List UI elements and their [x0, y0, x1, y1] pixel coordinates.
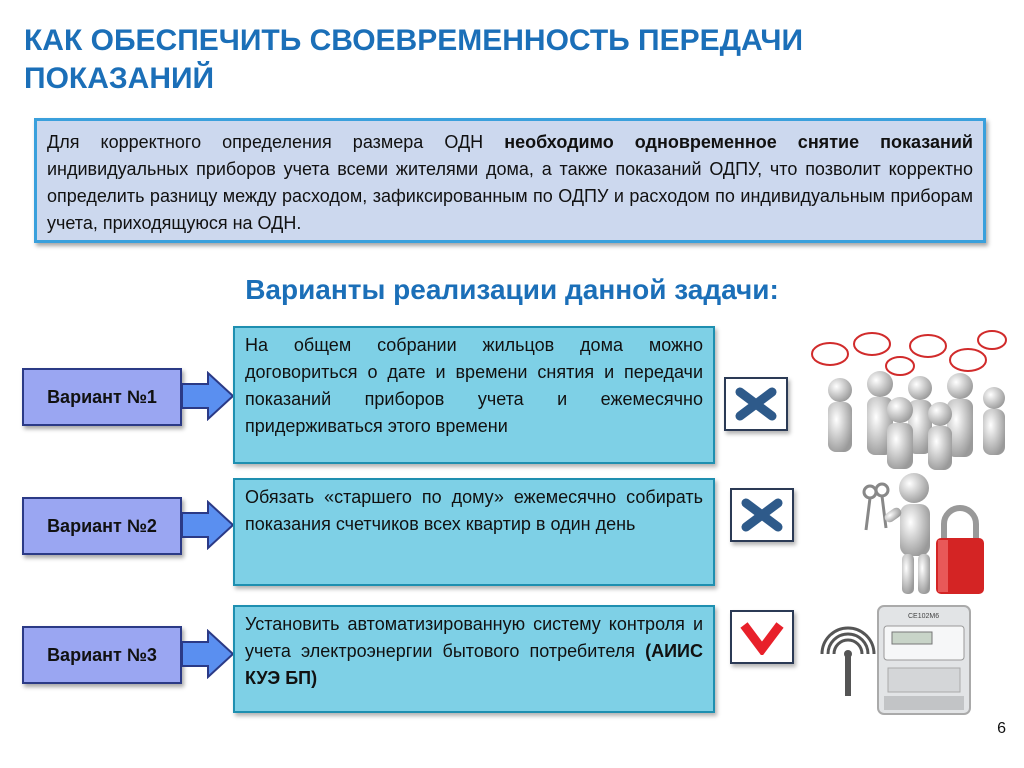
intro-text-cont: индивидуальных приборов учета всеми жите…: [47, 159, 973, 233]
variant-1-description: На общем собрании жильцов дома можно дог…: [233, 326, 715, 464]
variant-3-description: Установить автоматизированную систему ко…: [233, 605, 715, 713]
person-keys-lock-icon: [862, 473, 984, 594]
variant-2-label: Вариант №2: [22, 497, 182, 555]
variant-3-text: Установить автоматизированную систему ко…: [245, 614, 703, 661]
variants-heading: Варианты реализации данной задачи:: [245, 274, 779, 305]
variant-1-label: Вариант №1: [22, 368, 182, 426]
variant-1-status: [724, 377, 788, 431]
electricity-meter-icon: СЕ102М6: [820, 605, 971, 715]
arrow-right-icon: [181, 371, 235, 421]
variant-3-status: [730, 610, 794, 664]
meter-model-label: СЕ102М6: [908, 613, 939, 620]
arrow-right-icon: [181, 629, 235, 679]
check-icon: [740, 622, 784, 655]
intro-text-box: Для корректного определения размера ОДН …: [34, 118, 986, 243]
arrow-right-icon: [181, 500, 235, 550]
page-number: 6: [997, 720, 1006, 737]
cross-icon: [741, 498, 783, 532]
variant-3-bold-text: (АИИС КУЭ БП): [245, 641, 703, 688]
intro-text: Для корректного определения размера ОДН: [47, 132, 505, 152]
variant-3-label: Вариант №3: [22, 626, 182, 684]
slide-title: КАК ОБЕСПЕЧИТЬ СВОЕВРЕМЕННОСТЬ ПЕРЕДАЧИ …: [24, 24, 804, 95]
cross-icon: [735, 387, 777, 421]
people-discussion-icon: [811, 330, 1007, 470]
variant-2-description: Обязать «старшего по дому» ежемесячно со…: [233, 478, 715, 586]
variant-2-status: [730, 488, 794, 542]
intro-bold-text: необходимо одновременное снятие показани…: [504, 132, 973, 152]
